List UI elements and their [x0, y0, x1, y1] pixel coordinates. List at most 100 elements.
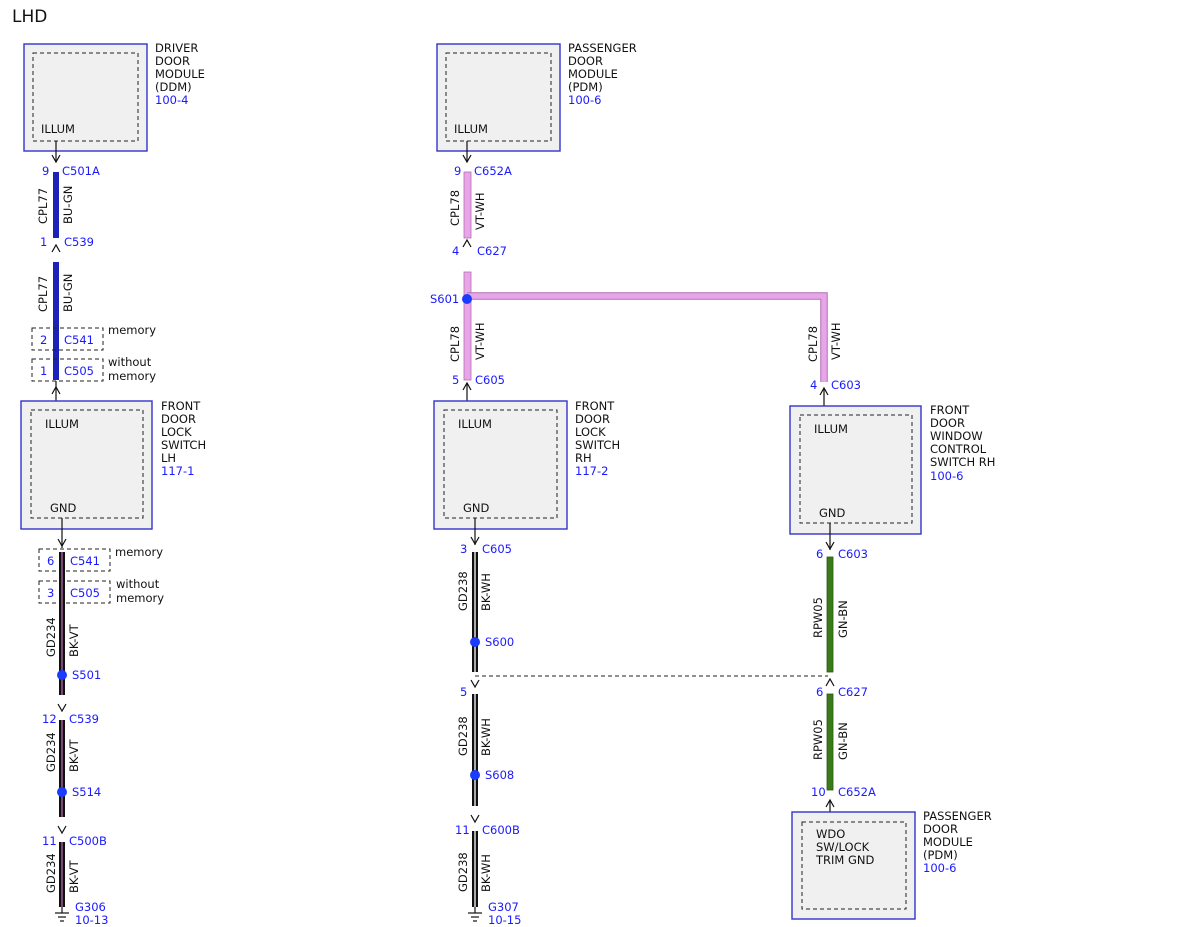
svg-text:100-4: 100-4	[155, 93, 188, 107]
connector-c541: C541	[70, 554, 100, 568]
chevron-down-icon	[470, 679, 480, 689]
chevron-down-icon	[462, 154, 472, 164]
connector-c539: C539	[64, 235, 94, 249]
wire-color-label: BU-GN	[61, 274, 75, 312]
svg-text:WINDOW: WINDOW	[930, 429, 983, 443]
wire-circuit-label: GD234	[44, 853, 58, 893]
svg-text:MODULE: MODULE	[155, 67, 205, 81]
connector-pin: 4	[452, 244, 459, 258]
splice-s601[interactable]	[462, 294, 472, 304]
connector-c603: C603	[831, 378, 861, 392]
wire-circuit-label: CPL77	[36, 188, 50, 224]
chevron-up-icon	[51, 385, 61, 395]
chevron-down-icon	[57, 825, 67, 835]
wire-color-label: BK-VT	[67, 859, 81, 893]
wire-color-label: BK-VT	[67, 623, 81, 657]
wire-cpl77-seg2[interactable]	[53, 262, 59, 380]
wire-circuit-label: CPL78	[806, 326, 820, 362]
wire-color-label: VT-WH	[473, 322, 487, 360]
pdm-top-name: PASSENGER DOOR MODULE (PDM) 100-6	[568, 41, 637, 107]
connector-c652a: C652A	[838, 785, 876, 799]
fdls-rh-name: FRONT DOOR LOCK SWITCH RH 117-2	[575, 399, 620, 478]
svg-text:SWITCH: SWITCH	[575, 438, 620, 452]
svg-text:DOOR: DOOR	[155, 54, 190, 68]
pdm-bottom-name: PASSENGER DOOR MODULE (PDM) 100-6	[923, 809, 992, 875]
svg-text:100-6: 100-6	[923, 861, 956, 875]
connector-pin: 11	[42, 834, 57, 848]
wire-rpw05-seg2[interactable]	[826, 693, 834, 791]
svg-text:FRONT: FRONT	[930, 403, 970, 417]
connector-pin: 6	[816, 547, 823, 561]
splice-s600[interactable]	[470, 637, 480, 647]
wire-rpw05-seg1[interactable]	[826, 556, 834, 673]
pin-label: GND	[463, 501, 490, 515]
connector-pin: 1	[40, 235, 47, 249]
wire-color-label: GN-BN	[836, 722, 850, 760]
svg-text:RH: RH	[575, 451, 592, 465]
pdm-bottom-module[interactable]: WDO SW/LOCK TRIM GND	[791, 811, 916, 920]
fdls-lh-name: FRONT DOOR LOCK SWITCH LH 117-1	[161, 399, 206, 478]
wire-gd234-seg2[interactable]	[59, 720, 65, 817]
svg-text:(DDM): (DDM)	[155, 80, 192, 94]
svg-text:100-6: 100-6	[568, 93, 601, 107]
svg-text:LH: LH	[161, 451, 176, 465]
svg-text:(PDM): (PDM)	[923, 848, 958, 862]
splice-s514[interactable]	[57, 787, 67, 797]
connector-pin: 1	[40, 364, 47, 378]
wire-circuit-label: GD238	[456, 716, 470, 756]
wire-gd234-seg3[interactable]	[59, 842, 65, 907]
splice-label: S601	[430, 292, 459, 306]
wire-circuit-label: RPW05	[811, 597, 825, 638]
wire-color-label: BK-WH	[479, 718, 493, 756]
wire-circuit-label: CPL78	[448, 190, 462, 226]
connector-pin: 12	[42, 712, 57, 726]
front-door-lock-switch-rh[interactable]: ILLUM GND	[433, 400, 568, 530]
connector-c505: C505	[64, 364, 94, 378]
connector-c505: C505	[70, 586, 100, 600]
svg-text:LOCK: LOCK	[161, 425, 192, 439]
front-door-window-control-switch-rh[interactable]: ILLUM GND	[789, 405, 922, 535]
wire-circuit-label: GD238	[456, 571, 470, 611]
wire-circuit-label: RPW05	[811, 719, 825, 760]
wire-color-label: VT-WH	[473, 192, 487, 230]
connector-c652a: C652A	[474, 164, 512, 178]
connector-pin: 5	[460, 685, 467, 699]
connector-pin: 3	[460, 542, 467, 556]
wire-color-label: GN-BN	[836, 600, 850, 638]
variant-note: without	[108, 355, 152, 369]
connector-c500b: C500B	[69, 834, 107, 848]
ddm-name: DRIVER DOOR MODULE (DDM) 100-4	[155, 41, 205, 107]
wire-gd238-seg1[interactable]	[472, 552, 478, 672]
variant-note: memory	[115, 545, 163, 559]
wire-circuit-label: GD238	[456, 852, 470, 892]
connector-c541-box	[38, 548, 111, 572]
wire-gd238-seg2[interactable]	[472, 694, 478, 806]
chevron-down-icon	[470, 814, 480, 824]
pdm-top-module[interactable]: ILLUM	[436, 43, 561, 152]
front-door-lock-switch-lh[interactable]: ILLUM GND	[20, 400, 153, 530]
chevron-down-icon	[51, 154, 61, 164]
chevron-down-icon	[825, 541, 835, 551]
ddm-pin-label: ILLUM	[41, 122, 75, 136]
svg-text:(PDM): (PDM)	[568, 80, 603, 94]
connector-pin: 6	[47, 554, 54, 568]
splice-s501[interactable]	[57, 670, 67, 680]
connector-pin: 6	[816, 685, 823, 699]
wire-gd238-seg3[interactable]	[472, 831, 478, 907]
chevron-up-icon	[51, 243, 61, 253]
wire-cpl78-seg2[interactable]	[463, 271, 828, 382]
connector-c605: C605	[475, 373, 505, 387]
svg-text:DRIVER: DRIVER	[155, 41, 198, 55]
variant-note: memory	[108, 323, 156, 337]
wire-circuit-label: GD234	[44, 732, 58, 772]
ddm-module[interactable]: ILLUM	[23, 43, 148, 152]
wire-cpl78-seg1[interactable]	[463, 171, 472, 239]
wire-circuit-label: CPL78	[448, 326, 462, 362]
splice-s608[interactable]	[470, 770, 480, 780]
splice-label: S600	[485, 635, 514, 649]
svg-text:DOOR: DOOR	[923, 822, 958, 836]
wire-cpl77-seg1[interactable]	[53, 172, 59, 238]
svg-text:DOOR: DOOR	[575, 412, 610, 426]
svg-text:FRONT: FRONT	[161, 399, 201, 413]
